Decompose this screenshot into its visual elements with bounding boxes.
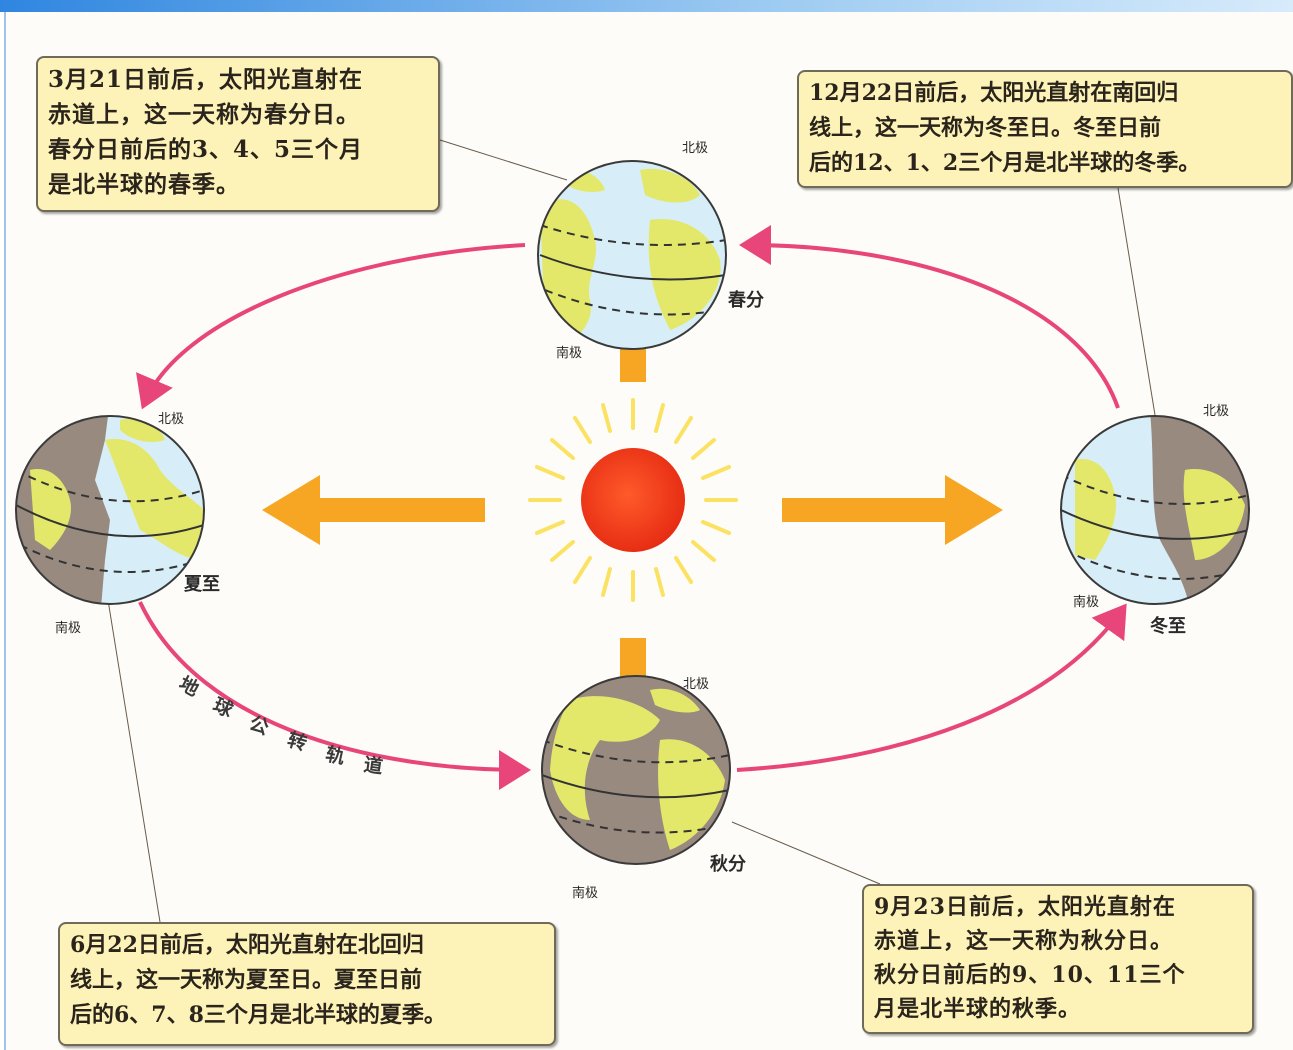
info-box-winter: 12月22日前后，太阳光直射在南回归 线上，这一天称为冬至日。冬至日前 后的12… [797, 70, 1293, 188]
spring-equinox-label: 春分 [728, 290, 764, 311]
earth-globe-autumn [541, 675, 731, 865]
sun-rays [528, 398, 738, 602]
north-pole-label-autumn: 北极 [683, 677, 710, 692]
light-arrow-right [782, 475, 1003, 545]
info-box-summer: 6月22日前后，太阳光直射在北回归 线上，这一天称为夏至日。夏至日前 后的6、7… [58, 922, 556, 1046]
south-pole-label-summer: 南极 [55, 621, 82, 636]
info-box-autumn-line: 秋分日前后的9、10、11三个 [874, 962, 1186, 988]
orbit-arc-autumn-to-winter [736, 603, 1127, 772]
info-box-summer-line: 6月22日前后，太阳光直射在北回归 [70, 932, 424, 958]
info-box-autumn-line: 9月23日前后，太阳光直射在 [874, 894, 1176, 920]
sun [581, 448, 685, 552]
info-box-spring: 3月21日前后，太阳光直射在 赤道上，这一天称为春分日。 春分日前后的3、4、5… [36, 56, 440, 212]
light-arrow-left [262, 475, 485, 545]
earth-globe-summer [15, 415, 205, 605]
leader-line-summer [107, 599, 161, 923]
info-box-autumn-line: 月是北半球的秋季。 [874, 996, 1082, 1022]
orbit-arc-winter-to-spring [739, 225, 1120, 409]
info-box-autumn-line: 赤道上，这一天称为秋分日。 [874, 928, 1174, 954]
info-box-spring-line: 春分日前后的3、4、5三个月 [48, 136, 364, 163]
orbit-label-char: 道 [362, 753, 385, 779]
leader-line-spring [439, 139, 568, 181]
leader-line-winter [1117, 187, 1156, 416]
winter-solstice-label: 冬至 [1150, 616, 1186, 637]
north-pole-label-spring: 北极 [682, 141, 709, 156]
orbit-arc-spring-to-summer [136, 243, 526, 410]
info-box-spring-line: 是北半球的春季。 [48, 171, 240, 198]
earth-globe-spring [537, 160, 727, 350]
north-pole-label-winter: 北极 [1203, 404, 1230, 419]
info-box-winter-line: 线上，这一天称为冬至日。冬至日前 [809, 115, 1162, 141]
info-box-summer-line: 后的6、7、8三个月是北半球的夏季。 [70, 1002, 446, 1028]
autumn-equinox-label: 秋分 [710, 854, 746, 875]
info-box-spring-line: 赤道上，这一天称为春分日。 [48, 101, 360, 128]
leader-line-autumn [731, 821, 881, 885]
south-pole-label-spring: 南极 [556, 346, 583, 361]
north-pole-label-summer: 北极 [158, 412, 185, 427]
earth-globe-winter [1060, 415, 1250, 605]
summer-solstice-label: 夏至 [184, 574, 220, 595]
info-box-autumn: 9月23日前后，太阳光直射在 赤道上，这一天称为秋分日。 秋分日前后的9、10、… [862, 884, 1254, 1034]
south-pole-label-autumn: 南极 [572, 886, 599, 901]
south-pole-label-winter: 南极 [1073, 595, 1100, 610]
info-box-winter-line: 12月22日前后，太阳光直射在南回归 [809, 80, 1179, 106]
top-banner-bar [0, 0, 1293, 12]
info-box-spring-line: 3月21日前后，太阳光直射在 [48, 66, 364, 93]
info-box-summer-line: 线上，这一天称为夏至日。夏至日前 [70, 967, 423, 993]
info-box-winter-line: 后的12、1、2三个月是北半球的冬季。 [809, 150, 1201, 176]
orbit-arc-summer-to-autumn [138, 601, 531, 790]
